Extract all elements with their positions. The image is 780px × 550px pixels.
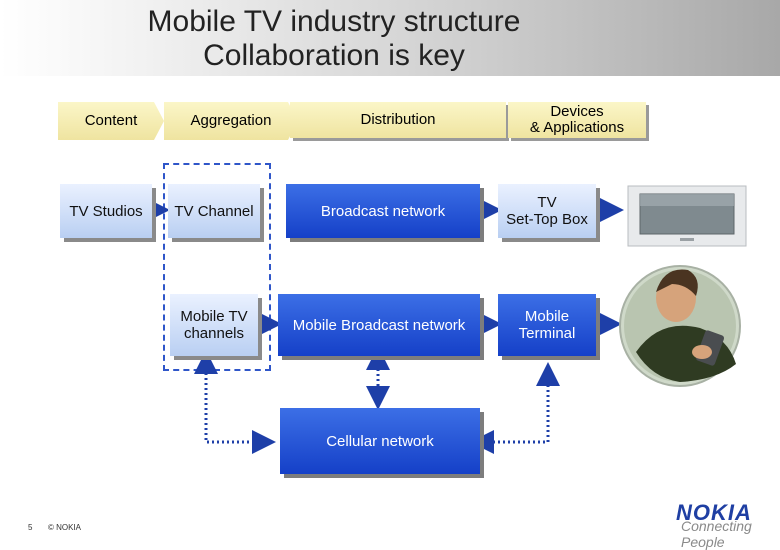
tv-studios-box: TV Studios [60, 184, 152, 238]
page-subtitle: Collaboration is key [203, 39, 465, 72]
stage-aggregation: Aggregation [164, 102, 298, 140]
page-title: Mobile TV industry structure [147, 5, 521, 38]
mobile-broadcast-network-box: Mobile Broadcast network [278, 294, 480, 356]
nokia-logo: NOKIA [676, 500, 752, 525]
flat-tv-icon [627, 185, 747, 247]
copyright-notice: © NOKIA [48, 523, 82, 532]
broadcast-network-box: Broadcast network [286, 184, 480, 238]
person-phone-photo [619, 265, 741, 387]
dotted-link-cellular-terminal [470, 362, 560, 454]
dotted-link-channels-cellular [194, 350, 276, 454]
title-bar [0, 0, 780, 76]
tv-channel-box: TV Channel [168, 184, 260, 238]
mobile-terminal-box: Mobile Terminal [498, 294, 596, 356]
cellular-network-box: Cellular network [280, 408, 480, 474]
stage-content: Content [58, 102, 164, 140]
logo-tagline: Connecting People [681, 518, 752, 550]
tv-set-top-box: TV Set-Top Box [498, 184, 596, 238]
page-number: 5 [28, 523, 33, 532]
mobile-tv-channels-box: Mobile TV channels [170, 294, 258, 356]
stage-devices-applications: Devices & Applications [508, 102, 646, 138]
stage-distribution: Distribution [290, 102, 506, 138]
